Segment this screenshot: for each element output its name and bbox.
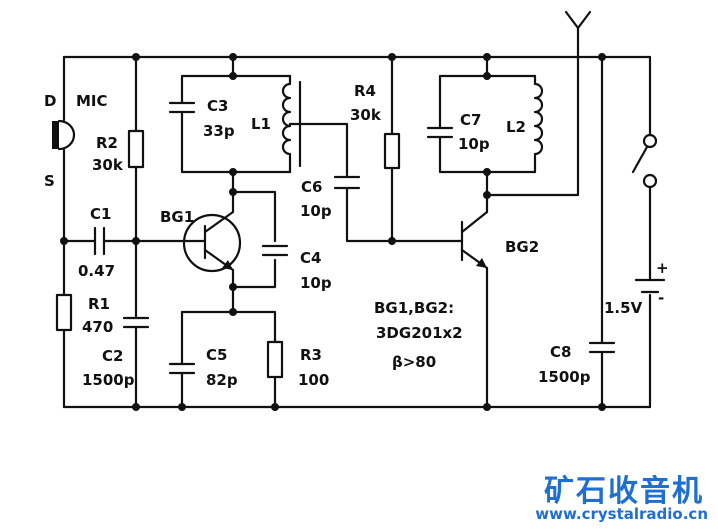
l1-inductor (281, 74, 292, 174)
r1-resistor (55, 293, 73, 332)
node-bot-r3 (271, 403, 279, 411)
c4-capacitor (261, 244, 289, 257)
node-top-r4 (388, 53, 396, 61)
node-input (60, 237, 68, 245)
label-mic: MIC (76, 92, 108, 110)
label-l1: L1 (251, 115, 271, 133)
node-bot-c5 (178, 403, 186, 411)
l2-inductor (533, 74, 544, 174)
label-r1-value: 470 (82, 318, 113, 336)
switch-icon (631, 133, 658, 189)
label-r4: R4 (354, 82, 376, 100)
watermark-logo-text: 矿石收音机 (544, 474, 704, 509)
label-note-beta: β>80 (392, 353, 436, 371)
battery-icon (634, 278, 666, 294)
label-c2-value: 1500p (82, 371, 135, 389)
label-r3-value: 100 (298, 371, 329, 389)
c5-capacitor (168, 362, 196, 375)
label-c6: C6 (301, 178, 322, 196)
label-c6-value: 10p (300, 202, 332, 220)
label-c4: C4 (300, 249, 321, 267)
c2-capacitor (122, 316, 150, 329)
label-bg2: BG2 (505, 238, 539, 256)
node-bot-c2 (132, 403, 140, 411)
label-c1-value: 0.47 (78, 262, 115, 280)
c6-wire (288, 122, 464, 243)
label-r2: R2 (96, 134, 118, 152)
label-s: S (44, 172, 55, 190)
label-bg1: BG1 (160, 208, 194, 226)
bg1-transistor (182, 210, 242, 273)
r3-resistor (266, 340, 284, 379)
node-emit-split (229, 308, 237, 316)
label-l2: L2 (506, 118, 526, 136)
node-tank2-bot (483, 168, 491, 176)
node-base2 (388, 237, 396, 245)
label-c1: C1 (90, 205, 111, 223)
label-c5-value: 82p (206, 371, 238, 389)
node-top-r2 (132, 53, 140, 61)
label-c7-value: 10p (458, 135, 490, 153)
label-battery-minus: - (658, 289, 664, 307)
node-top-c8 (598, 53, 606, 61)
label-battery-voltage: 1.5V (604, 299, 643, 317)
node-tank1-top (229, 72, 237, 80)
label-note-part: 3DG201x2 (376, 324, 463, 342)
antenna-icon (485, 10, 592, 197)
label-d: D (44, 92, 56, 110)
r2-resistor (127, 129, 145, 169)
node-bot-c8 (598, 403, 606, 411)
label-c2: C2 (102, 347, 123, 365)
emitter-wire (180, 285, 277, 409)
label-c8: C8 (550, 343, 571, 361)
c7-capacitor (426, 126, 454, 139)
label-note-transistors: BG1,BG2: (374, 299, 454, 317)
node-bot-bg2 (483, 403, 491, 411)
label-c3-value: 33p (203, 122, 235, 140)
node-top-tank1 (229, 53, 237, 61)
microphone-icon (52, 119, 76, 151)
label-c5: C5 (206, 346, 227, 364)
watermark-url: www.crystalradio.cn (535, 505, 708, 523)
node-top-tank2 (483, 53, 491, 61)
bg2-transistor (460, 210, 489, 270)
r4-resistor (383, 132, 401, 170)
label-r1: R1 (88, 295, 110, 313)
c6-capacitor (333, 175, 361, 190)
c8-capacitor (588, 341, 616, 354)
label-r2-value: 30k (92, 156, 124, 174)
label-c7: C7 (460, 111, 481, 129)
c1-capacitor (93, 226, 106, 256)
label-r3: R3 (300, 346, 322, 364)
label-c4-value: 10p (300, 274, 332, 292)
node-tank1-bot (229, 168, 237, 176)
label-c8-value: 1500p (538, 368, 591, 386)
label-r4-value: 30k (350, 106, 382, 124)
node-collector (229, 188, 237, 196)
label-c3: C3 (207, 97, 228, 115)
label-battery-plus: + (656, 259, 669, 277)
c3-capacitor (168, 101, 196, 114)
node-tank2-top (483, 72, 491, 80)
